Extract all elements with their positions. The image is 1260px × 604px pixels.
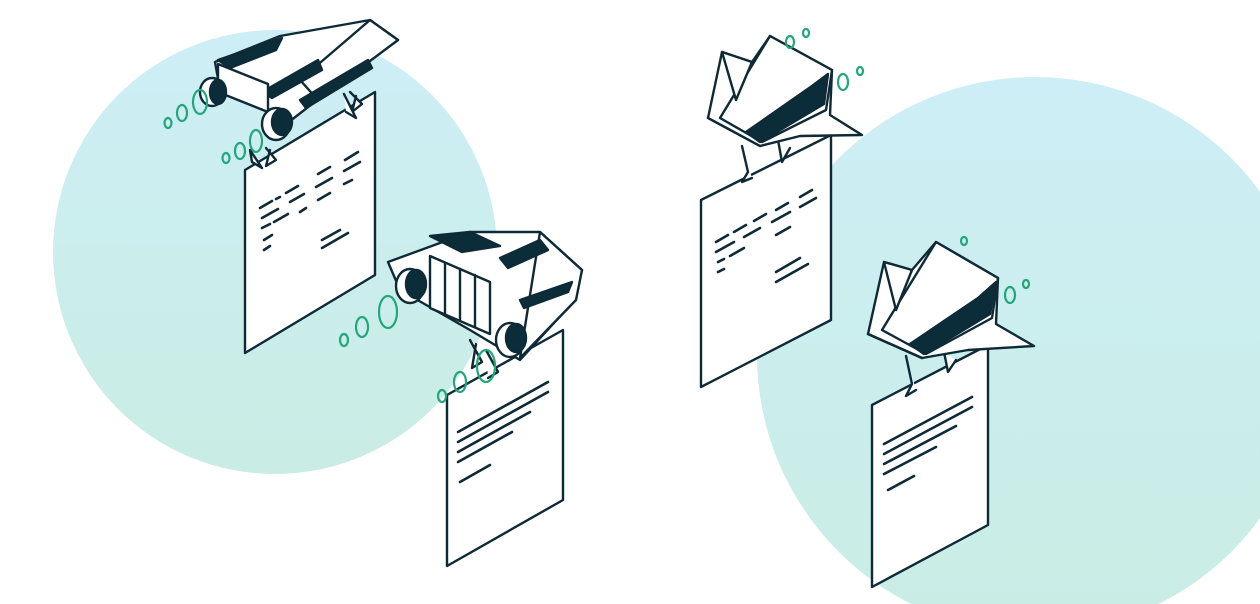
text-lines <box>456 380 550 484</box>
code-lines <box>258 150 362 252</box>
text-page-left <box>445 328 565 568</box>
text-lines <box>882 395 974 492</box>
paper-plane-drone-top <box>706 34 864 184</box>
code-lines <box>714 188 818 284</box>
wheeled-robot <box>198 18 400 170</box>
exhaust-rings <box>163 27 1031 404</box>
boxy-robot <box>386 230 584 380</box>
paper-plane-drone-bottom <box>866 240 1036 398</box>
code-page-left <box>243 90 377 355</box>
code-page-right <box>699 133 833 389</box>
